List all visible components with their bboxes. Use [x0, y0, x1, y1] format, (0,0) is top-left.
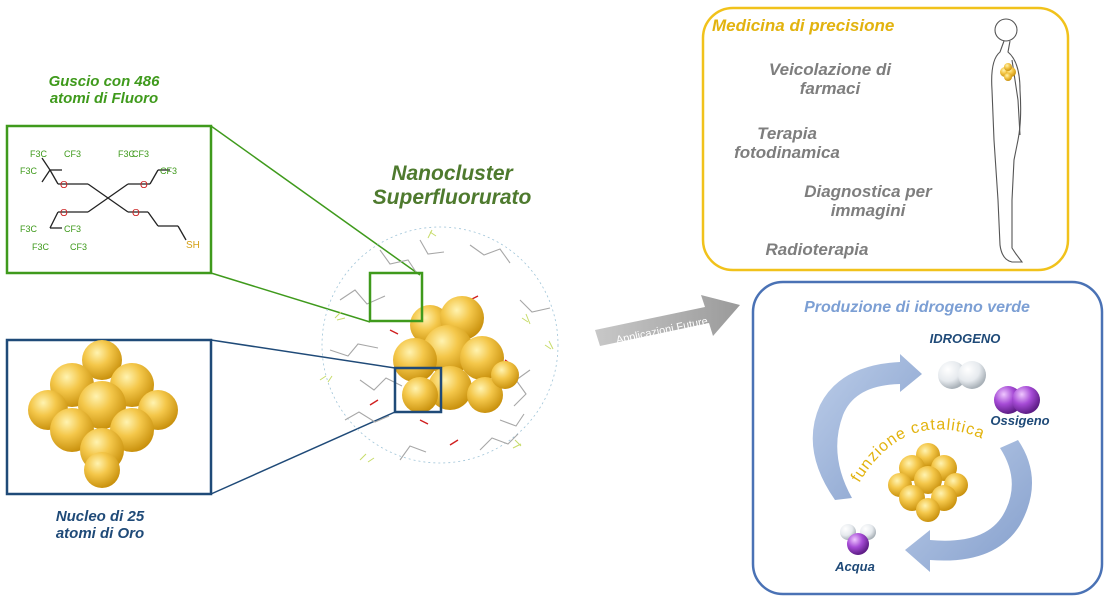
molecule-oxygen: O	[60, 208, 68, 219]
shell-title: Guscio con 486 atomi di Fluoro	[20, 73, 188, 108]
molecule-thiol: SH	[186, 240, 200, 251]
molecule-group: F3C	[20, 224, 38, 234]
hydrogen-molecule	[938, 361, 986, 389]
molecule-oxygen: O	[60, 180, 68, 191]
medicine-box	[701, 6, 1070, 272]
molecule-oxygen: O	[140, 180, 148, 191]
shell-title-line: Guscio con 486	[48, 73, 160, 90]
gold-core-cluster	[28, 340, 178, 488]
medicine-item: Terapia fotodinamica	[712, 124, 862, 162]
hydrogen-title: Produzione di idrogeno verde	[804, 299, 1030, 316]
nanocluster-title-line: Nanocluster	[391, 162, 513, 185]
nanocluster-title: Nanocluster Superfluorurato	[354, 162, 550, 209]
shell-connector-line	[210, 272, 371, 323]
water-molecule	[840, 524, 876, 555]
core-connector-line	[210, 411, 396, 495]
molecule-group: F3C	[32, 242, 50, 252]
core-title: Nucleo di 25 atomi di Oro	[20, 508, 180, 543]
molecule-group: CF3	[64, 149, 81, 159]
shell-title-line: atomi di Fluoro	[49, 89, 159, 107]
medicine-item-line: Radioterapia	[765, 240, 869, 259]
molecule-oxygen: O	[132, 208, 140, 219]
molecule-group: CF3	[160, 166, 177, 176]
medicine-item-line: Diagnostica per	[804, 182, 932, 201]
core-title-line: atomi di Oro	[55, 524, 145, 542]
hydrogen-label: IDROGENO	[929, 331, 1001, 346]
molecule-group: CF3	[132, 149, 149, 159]
oxygen-molecule	[994, 386, 1040, 414]
core-title-line: Nucleo di 25	[55, 508, 145, 525]
gold-catalyst-cluster	[888, 443, 968, 522]
medicine-item: Diagnostica per immagini	[778, 182, 958, 220]
cycle-arrow	[905, 440, 1033, 572]
medicine-item-line: Veicolazione di	[768, 60, 892, 79]
medicine-item: Radioterapia	[742, 240, 892, 259]
medicine-item-line: immagini	[830, 201, 906, 221]
future-applications-arrow	[595, 295, 740, 346]
nanocluster-structure	[319, 226, 559, 464]
molecule-skeleton	[41, 157, 187, 241]
nanocluster-title-line: Superfluorurato	[372, 185, 532, 209]
molecule-group: F3C	[30, 149, 48, 159]
molecule-group: CF3	[70, 242, 87, 252]
medicine-title: Medicina di precisione	[712, 16, 895, 35]
medicine-item: Veicolazione di farmaci	[740, 60, 920, 98]
core-connector-line	[210, 339, 396, 369]
medicine-item-line: fotodinamica	[734, 143, 840, 163]
body-cluster-dot	[1000, 63, 1016, 81]
shell-connector-line	[210, 125, 421, 276]
medicine-item-line: Terapia	[757, 124, 817, 143]
shell-molecule-box	[5, 124, 213, 275]
molecule-group: F3C	[118, 149, 136, 159]
cycle-arrow	[812, 354, 922, 500]
oxygen-label: Ossigeno	[990, 413, 1050, 428]
water-label: Acqua	[835, 559, 875, 574]
molecule-group: F3C	[20, 166, 38, 176]
medicine-item-line: farmaci	[799, 79, 861, 99]
molecule-group: CF3	[64, 224, 81, 234]
